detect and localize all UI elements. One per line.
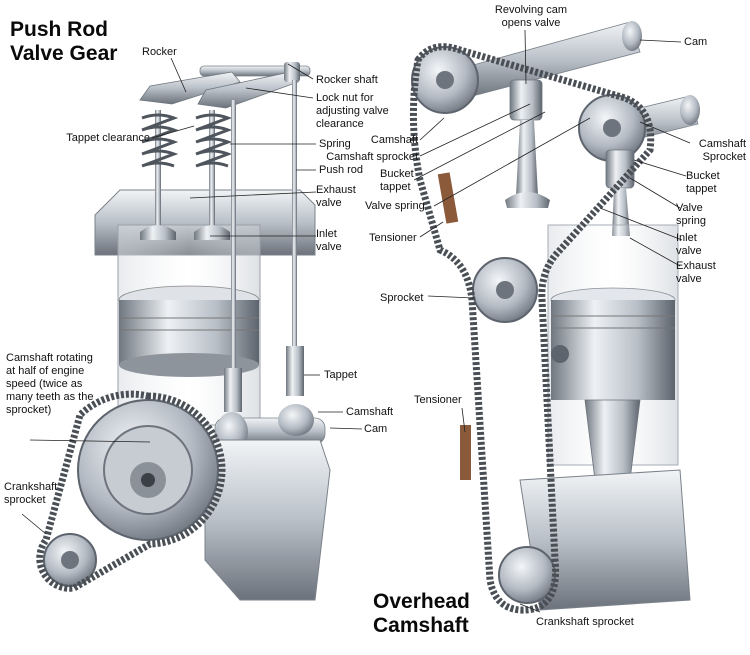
label-exhaust-valve-right: Exhaust valve — [676, 260, 716, 286]
label-text: Sprocket — [380, 292, 424, 304]
title-line: Push Rod — [10, 18, 108, 41]
label-text: Valve — [676, 202, 703, 214]
label-text: Spring — [319, 138, 351, 150]
piston — [118, 285, 260, 377]
label-text: Bucket — [686, 170, 720, 182]
timing-chain-left — [36, 390, 226, 592]
label-text: Exhaust — [316, 184, 356, 196]
label-tappet-clearance: Tappet clearance — [30, 132, 150, 145]
label-valve-spring-right: Valve spring — [676, 202, 706, 228]
label-spring: Spring — [319, 138, 351, 151]
label-text: Tensioner — [414, 394, 462, 406]
timing-chain-right — [409, 43, 655, 614]
label-cam-left: Cam — [364, 423, 387, 436]
label-text: Camshaft — [346, 406, 394, 418]
label-rocker: Rocker — [142, 46, 177, 59]
label-text: valve — [316, 197, 342, 209]
label-text: Bucket — [380, 168, 414, 180]
label-camshaft-right: Camshaft — [340, 134, 418, 147]
title-overhead-camshaft: Overhead Camshaft — [373, 590, 470, 638]
label-cam-right: Cam — [684, 36, 707, 49]
label-text: Camshaft — [370, 134, 418, 146]
label-camshaft-left: Camshaft — [346, 406, 393, 419]
label-tensioner-bottom: Tensioner — [414, 394, 462, 407]
label-push-rod: Push rod — [319, 164, 363, 177]
overhead-camshafts — [454, 21, 700, 149]
label-sprocket: Sprocket — [380, 292, 423, 305]
title-line: Camshaft — [373, 614, 469, 637]
label-text: Revolving cam — [494, 4, 568, 16]
tensioner-bottom — [460, 425, 471, 480]
label-crankshaft-sprocket-left: Crankshaft sprocket — [4, 481, 57, 507]
label-crankshaft-sprocket-right: Crankshaft sprocket — [536, 616, 634, 629]
label-text: Crankshaft — [4, 481, 58, 493]
cam-sprockets — [411, 46, 646, 323]
label-text: opens valve — [501, 17, 561, 29]
label-text: valve — [676, 245, 702, 257]
label-revolving-cam: Revolving cam opens valve — [486, 4, 576, 30]
label-text: sprocket — [4, 494, 46, 506]
label-text: Push rod — [319, 164, 364, 176]
crank-sprocket — [498, 546, 556, 604]
ohc-piston — [550, 287, 676, 400]
label-bucket-tappet-left: Bucket tappet — [380, 168, 414, 194]
title-line: Valve Gear — [10, 42, 118, 65]
label-bucket-tappet-right: Bucket tappet — [686, 170, 720, 196]
label-text: Crankshaft sprocket — [536, 616, 634, 628]
label-text: Camshaft sprocket — [326, 151, 418, 163]
label-text: Camshaft — [698, 138, 746, 150]
label-text: Inlet — [316, 228, 337, 240]
crankcase — [204, 439, 331, 601]
label-text: many teeth as the — [6, 391, 94, 403]
label-text: adjusting valve — [316, 105, 389, 117]
label-tensioner-top: Tensioner — [369, 232, 417, 245]
title-line: Overhead — [373, 590, 470, 613]
label-text: spring — [676, 215, 706, 227]
label-text: valve — [316, 241, 342, 253]
label-text: Sprocket — [702, 151, 746, 163]
label-text: Tensioner — [369, 232, 417, 244]
valve-springs — [141, 113, 233, 168]
push-rods — [224, 80, 304, 412]
label-text: Tappet — [324, 369, 358, 381]
label-exhaust-valve-left: Exhaust valve — [316, 184, 356, 210]
label-inlet-valve-right: Inlet valve — [676, 232, 702, 258]
label-text: Camshaft rotating — [6, 352, 93, 364]
label-valve-spring-left: Valve spring — [365, 200, 425, 213]
label-tappet: Tappet — [324, 369, 357, 382]
label-text: Exhaust — [676, 260, 716, 272]
label-inlet-valve-left: Inlet valve — [316, 228, 342, 254]
label-camshaft-rotating: Camshaft rotating at half of engine spee… — [6, 352, 93, 417]
label-camshaft-sprocket: Camshaft sprocket — [318, 151, 418, 164]
leader-lines — [21, 29, 691, 613]
label-rocker-shaft: Rocker shaft — [316, 74, 378, 87]
label-text: tappet — [380, 181, 411, 193]
title-push-rod: Push Rod Valve Gear — [10, 18, 117, 66]
label-text: Cam — [684, 36, 708, 48]
label-text: clearance — [316, 118, 364, 130]
label-text: sprocket) — [6, 404, 52, 416]
label-text: Valve spring — [365, 200, 425, 212]
label-text: valve — [676, 273, 702, 285]
label-text: tappet — [686, 183, 717, 195]
label-text: Tappet clearance — [66, 132, 150, 144]
label-text: Lock nut for — [316, 92, 374, 104]
push-rod-assembly — [36, 62, 331, 601]
label-text: Rocker shaft — [316, 74, 378, 86]
label-text: at half of engine — [6, 365, 85, 377]
label-text: Rocker — [142, 46, 177, 58]
label-text: Cam — [364, 423, 388, 435]
label-camshaft-sprocket-right: Camshaft Sprocket — [676, 138, 746, 164]
rocker-gear — [139, 62, 311, 109]
label-text: Inlet — [676, 232, 697, 244]
ohc-assembly — [409, 21, 700, 614]
label-text: speed (twice as — [6, 378, 83, 390]
label-lock-nut: Lock nut for adjusting valve clearance — [316, 92, 389, 131]
